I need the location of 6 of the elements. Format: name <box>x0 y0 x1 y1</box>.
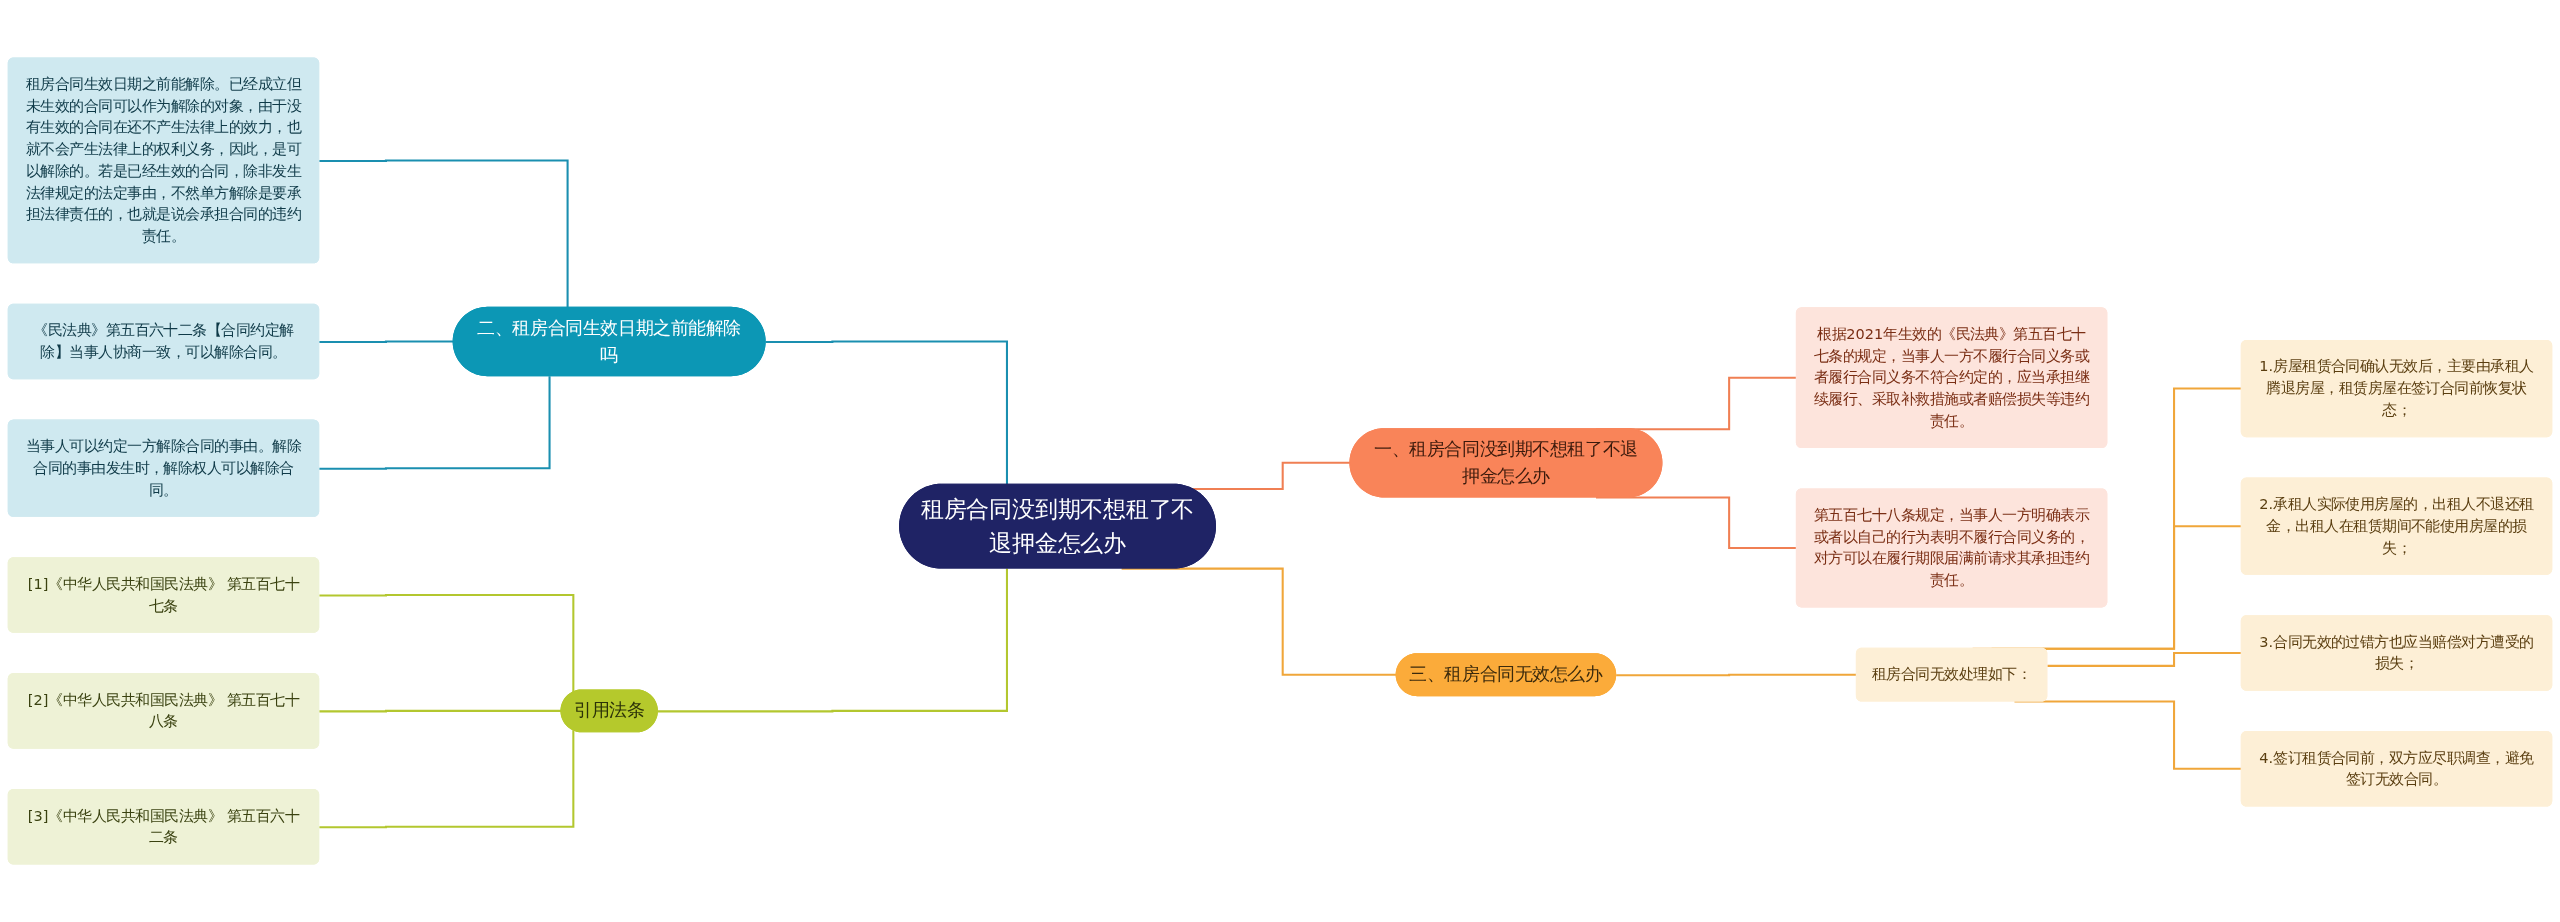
connector <box>319 159 569 308</box>
connector <box>657 568 1008 713</box>
connector <box>319 593 575 693</box>
connector <box>319 730 575 829</box>
connector <box>765 340 1008 485</box>
connector <box>319 376 551 470</box>
